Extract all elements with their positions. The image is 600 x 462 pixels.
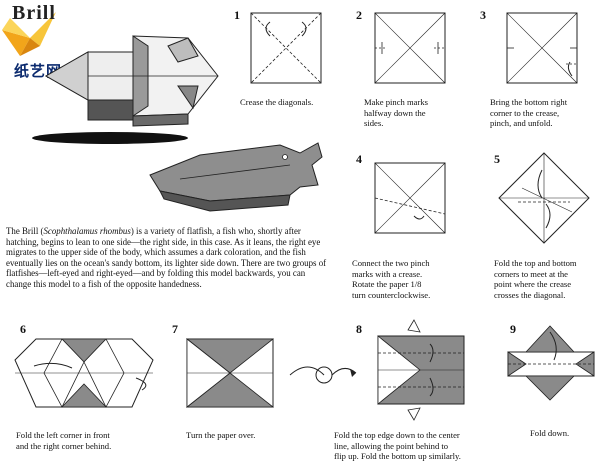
- step-2-number: 2: [356, 8, 362, 22]
- step-5-caption: Fold the top and bottom corners to meet …: [494, 258, 577, 300]
- step-6-number: 6: [20, 322, 26, 336]
- step-3-diagram: [506, 12, 578, 84]
- finished-fish-model: [44, 35, 219, 127]
- step-5-diagram: [498, 152, 590, 244]
- step-5-number: 5: [494, 152, 500, 166]
- origami-crane-logo: [2, 12, 56, 56]
- step-2-diagram: [374, 12, 446, 84]
- step-6-caption: Fold the left corner in front and the ri…: [16, 430, 112, 451]
- step-8-caption: Fold the top edge down to the center lin…: [334, 430, 461, 462]
- fish-shadow: [32, 132, 188, 144]
- step-1-diagram: [250, 12, 322, 84]
- step-4-number: 4: [356, 152, 362, 166]
- step-8-number: 8: [356, 322, 362, 336]
- step-7-diagram: [185, 338, 275, 408]
- step-1-caption: Crease the diagonals.: [240, 97, 314, 107]
- step-4-caption: Connect the two pinch marks with a creas…: [352, 258, 431, 300]
- step-2-caption: Make pinch marks halfway down the sides.: [364, 97, 428, 129]
- step-3-caption: Bring the bottom right corner to the cre…: [490, 97, 568, 129]
- step-3-number: 3: [480, 8, 486, 22]
- step-9-number: 9: [510, 322, 516, 336]
- step-4-diagram: [374, 162, 446, 234]
- turn-over-arrow-icon: [289, 366, 357, 384]
- step-7-number: 7: [172, 322, 178, 336]
- step-1-number: 1: [234, 8, 240, 22]
- intro-paragraph: The Brill (Scophthalamus rhombus) is a v…: [6, 226, 327, 289]
- step-7-caption: Turn the paper over.: [186, 430, 256, 440]
- page-title: Brill: [12, 2, 56, 24]
- step-8-diagram: [377, 319, 465, 421]
- flat-fish-model: [149, 142, 323, 212]
- step-9-diagram: [507, 325, 595, 401]
- step-9-caption: Fold down.: [530, 428, 570, 438]
- step-6-diagram: [14, 338, 154, 408]
